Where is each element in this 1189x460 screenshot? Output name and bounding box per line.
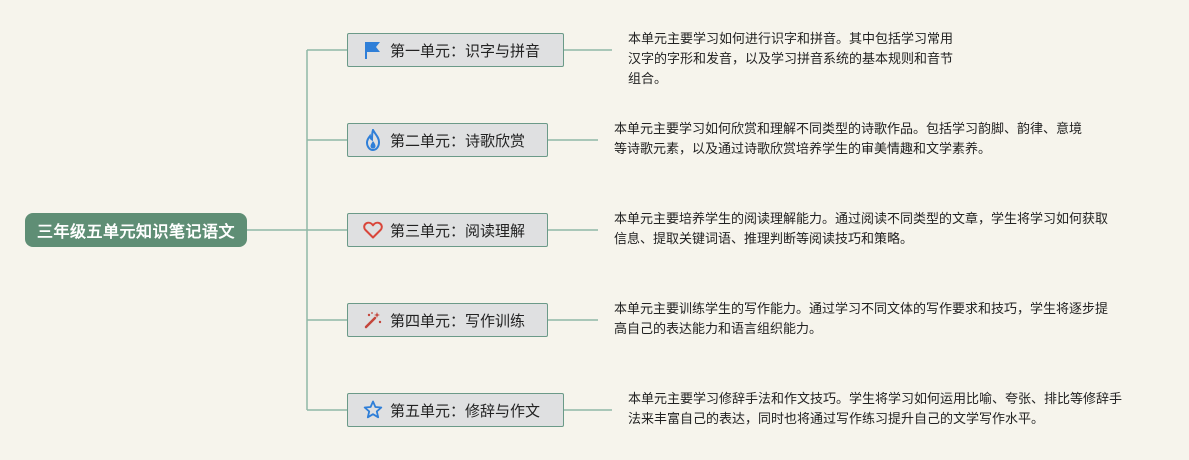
star-icon [362,399,384,421]
unit-3-title: 第三单元：阅读理解 [390,221,526,240]
unit-2-node[interactable]: 第二单元：诗歌欣赏 [347,123,548,157]
unit-5-node[interactable]: 第五单元：修辞与作文 [347,393,564,427]
unit-5-description: 本单元主要学习修辞手法和作文技巧。学生将学习如何运用比喻、夸张、排比等修辞手法来… [628,392,1123,427]
magic-wand-icon [362,309,384,331]
unit-5-title: 第五单元：修辞与作文 [390,401,541,420]
unit-2-description: 本单元主要学习如何欣赏和理解不同类型的诗歌作品。包括学习韵脚、韵律、意境等诗歌元… [614,122,1083,157]
fire-icon [362,129,384,151]
unit-2-title: 第二单元：诗歌欣赏 [390,131,526,150]
flag-icon [362,39,384,61]
unit-4-title: 第四单元：写作训练 [390,311,526,330]
unit-3-description: 本单元主要培养学生的阅读理解能力。通过阅读不同类型的文章，学生将学习如何获取信息… [614,212,1109,247]
unit-3-node[interactable]: 第三单元：阅读理解 [347,213,548,247]
unit-1-description: 本单元主要学习如何进行识字和拼音。其中包括学习常用汉字的字形和发音，以及学习拼音… [628,32,954,87]
unit-1-node[interactable]: 第一单元：识字与拼音 [347,33,564,67]
unit-1-title: 第一单元：识字与拼音 [390,41,541,60]
unit-4-description: 本单元主要训练学生的写作能力。通过学习不同文体的写作要求和技巧，学生将逐步提高自… [614,302,1109,337]
root-title: 三年级五单元知识笔记语文 [36,222,235,241]
heart-icon [362,219,384,241]
root-node[interactable]: 三年级五单元知识笔记语文 [25,213,247,247]
unit-4-node[interactable]: 第四单元：写作训练 [347,303,548,337]
